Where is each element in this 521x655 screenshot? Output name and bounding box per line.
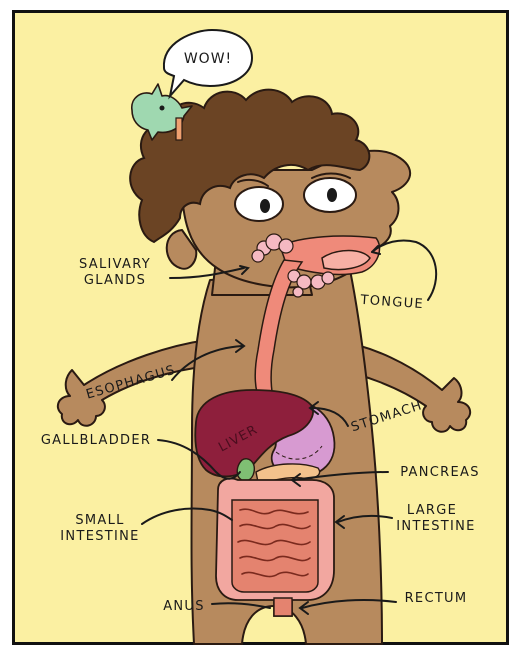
left-pupil xyxy=(260,199,270,213)
label-large-intestine-line2: INTESTINE xyxy=(396,519,475,534)
creature-worm xyxy=(176,118,182,140)
label-small-intestine-line1: SMALL xyxy=(75,513,124,528)
label-small-intestine-line2: INTESTINE xyxy=(60,529,139,544)
label-large-intestine-line1: LARGE xyxy=(407,503,457,518)
illustration-svg: WOW! SALIVARY GLANDS TONGUE ESOPHAGUS ST… xyxy=(12,10,509,645)
rectum xyxy=(274,598,292,616)
left-eye xyxy=(235,187,283,221)
bubble-text: WOW! xyxy=(184,51,232,67)
illustration-frame: WOW! SALIVARY GLANDS TONGUE ESOPHAGUS ST… xyxy=(12,10,509,645)
label-pancreas: PANCREAS xyxy=(400,465,480,480)
label-salivary-glands-line2: GLANDS xyxy=(84,273,146,288)
gallbladder xyxy=(237,459,254,481)
label-anus: ANUS xyxy=(163,599,205,614)
label-salivary-glands-line1: SALIVARY xyxy=(79,257,151,272)
label-gallbladder: GALLBLADDER xyxy=(41,433,151,448)
label-rectum: RECTUM xyxy=(405,591,468,606)
right-pupil xyxy=(327,188,337,202)
